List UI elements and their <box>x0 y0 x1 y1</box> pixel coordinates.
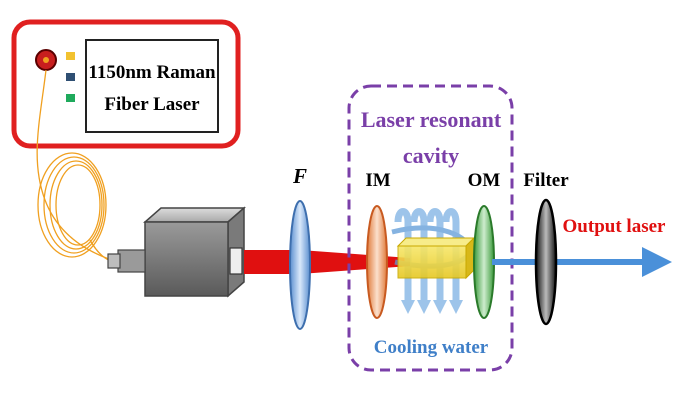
indicator-green-icon <box>66 94 75 102</box>
cavity-title-line2: cavity <box>403 143 459 168</box>
input-mirror <box>366 205 388 319</box>
output-laser-label: Output laser <box>563 216 666 237</box>
input-mirror-label: IM <box>365 170 390 191</box>
filter-label: Filter <box>523 170 569 191</box>
collimator-unit <box>107 206 246 298</box>
fiber-coil <box>36 69 123 266</box>
laser-label-panel <box>85 39 219 133</box>
output-mirror-label: OM <box>468 170 501 191</box>
gain-crystal <box>396 236 476 280</box>
indicator-blue-icon <box>66 73 75 81</box>
filter <box>534 198 558 326</box>
cooling-water-label: Cooling water <box>374 337 489 358</box>
lens-label: F <box>292 164 307 188</box>
resonant-cavity-frame <box>347 84 514 372</box>
cavity-title-line1: Laser resonant <box>361 107 502 132</box>
laser-label-line1: 1150nm Raman <box>88 62 216 83</box>
focusing-lens <box>289 200 311 330</box>
output-mirror <box>473 205 495 319</box>
laser-label-line2: Fiber Laser <box>104 94 200 115</box>
indicator-yellow-icon <box>66 52 75 60</box>
